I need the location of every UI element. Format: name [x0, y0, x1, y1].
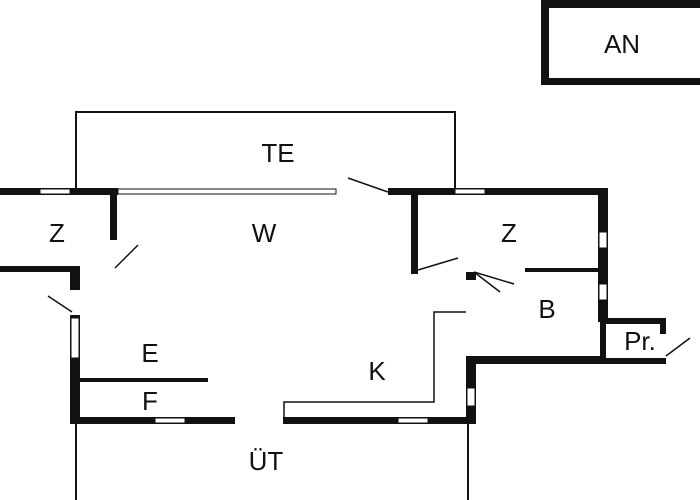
bottom-window-right [397, 417, 429, 424]
pr-wall-top [600, 318, 666, 324]
e-f-partition [80, 378, 208, 382]
room-label-k: K [368, 356, 386, 386]
z-left-door-swing [114, 244, 139, 269]
b-door-swing-b [473, 271, 515, 285]
bottom-wall-left [70, 417, 235, 424]
pr-wall-left [600, 318, 606, 364]
top-wall-right [388, 188, 608, 195]
z-right-top-window [454, 188, 486, 195]
room-label-an: AN [604, 29, 640, 59]
pr-wall-bottom [600, 358, 666, 364]
b-window [598, 283, 608, 301]
annex-wall-top [541, 0, 700, 8]
pr-wall-right [660, 318, 666, 334]
annex-wall-bottom [541, 78, 700, 85]
room-label-b: B [538, 294, 555, 324]
z-right-door-swing [417, 257, 459, 271]
bottom-wall-right [283, 417, 475, 424]
bottom-terrace-outline [75, 422, 469, 500]
room-label-e: E [141, 338, 158, 368]
b-bottom-wall [474, 356, 604, 364]
b-door-swing-a [473, 271, 501, 293]
terrace-door-swing [347, 177, 389, 193]
left-wall-upper [70, 266, 80, 290]
z-left-top-window [39, 188, 71, 195]
terrace-outline [75, 111, 456, 190]
room-label-te: TE [261, 138, 294, 168]
annex-wall-left [541, 0, 549, 85]
room-label-w: W [252, 218, 277, 248]
top-window [117, 188, 337, 195]
z-left-bottom-wall [0, 266, 80, 272]
side-door-swing [47, 295, 73, 313]
pr-door-swing [665, 337, 691, 357]
left-wall-lower [70, 315, 80, 423]
k-right-window [466, 387, 476, 407]
room-label-f: F [142, 386, 158, 416]
room-label-z-right: Z [501, 218, 517, 248]
room-label-pr: Pr. [624, 326, 656, 356]
kitchen-counter [283, 311, 466, 417]
z-right-left-wall [411, 188, 418, 274]
room-label-ut: ÜT [249, 446, 284, 476]
room-label-z-left: Z [49, 218, 65, 248]
bottom-window-left [154, 417, 186, 424]
z-left-right-wall [110, 188, 117, 240]
z-b-partition [525, 268, 600, 272]
left-window [70, 317, 80, 359]
b-wall-stub [466, 272, 476, 280]
right-outer-wall [598, 188, 608, 322]
z-right-window [598, 231, 608, 249]
